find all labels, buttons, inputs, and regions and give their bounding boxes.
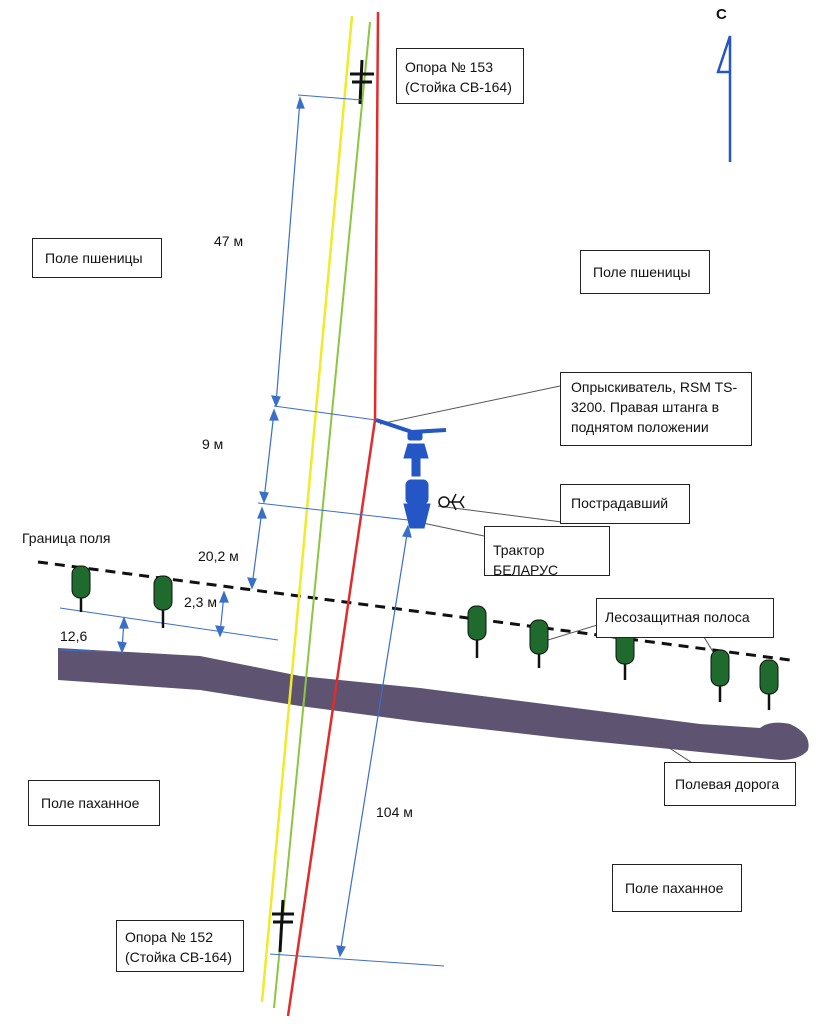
north-label: С	[716, 6, 727, 23]
pole-152-type: (Стойка СВ-164)	[125, 949, 232, 965]
sprayer-label: Опрыскиватель, RSM TS- 3200. Правая штан…	[560, 372, 752, 446]
tree	[710, 649, 730, 702]
victim-figure	[438, 493, 465, 511]
wire-green	[273, 21, 371, 1009]
forest-belt-trees	[71, 565, 779, 710]
tree	[759, 659, 779, 710]
tractor-label: Трактор БЕЛАРУС	[484, 526, 610, 578]
forest-belt-label: Лесозащитная полоса	[596, 598, 774, 638]
field-road	[58, 648, 809, 760]
north-arrow-icon	[716, 35, 732, 162]
pole-153-label: Опора № 153 (Стойка СВ-164)	[396, 48, 524, 104]
pole-153-type: (Стойка СВ-164)	[405, 79, 512, 95]
victim-label: Пострадавший	[560, 484, 690, 524]
plowed-field-right-label: Поле паханное	[612, 864, 742, 912]
tree	[71, 565, 91, 612]
pole-152-name: Опора № 152	[125, 929, 213, 945]
pole-153-name: Опора № 153	[405, 59, 493, 75]
dimension-47m: 47 м	[214, 233, 244, 249]
sprayer-line-1: Опрыскиватель, RSM TS-	[571, 379, 738, 395]
plowed-field-left-label: Поле паханное	[28, 780, 160, 826]
wire-red	[286, 11, 380, 1017]
pole-152-symbol	[272, 899, 294, 953]
dimension-2-3m: 2,3 м	[184, 594, 217, 610]
wheat-field-left-label: Поле пшеницы	[32, 238, 162, 278]
dimension-104m: 104 м	[376, 804, 413, 820]
pole-153-symbol	[350, 59, 374, 105]
dimension-arrows	[117, 96, 412, 958]
dimension-20-2m: 20,2 м	[198, 548, 239, 564]
dimension-extension-lines	[59, 94, 445, 967]
field-road-label: Полевая дорога	[664, 762, 796, 806]
field-border-label: Граница поля	[22, 530, 111, 546]
sprayer-tractor	[375, 418, 447, 529]
sprayer-line-2: 3200. Правая штанга в	[571, 399, 720, 415]
dimension-9m: 9 м	[202, 436, 224, 452]
dimension-12-6: 12,6	[60, 628, 88, 644]
tree	[153, 575, 173, 628]
pole-152-label: Опора № 152 (Стойка СВ-164)	[116, 920, 244, 972]
sprayer-line-3: поднятом положении	[571, 419, 709, 435]
tree	[529, 619, 549, 668]
wheat-field-right-label: Поле пшеницы	[580, 250, 710, 294]
tree	[467, 605, 487, 658]
